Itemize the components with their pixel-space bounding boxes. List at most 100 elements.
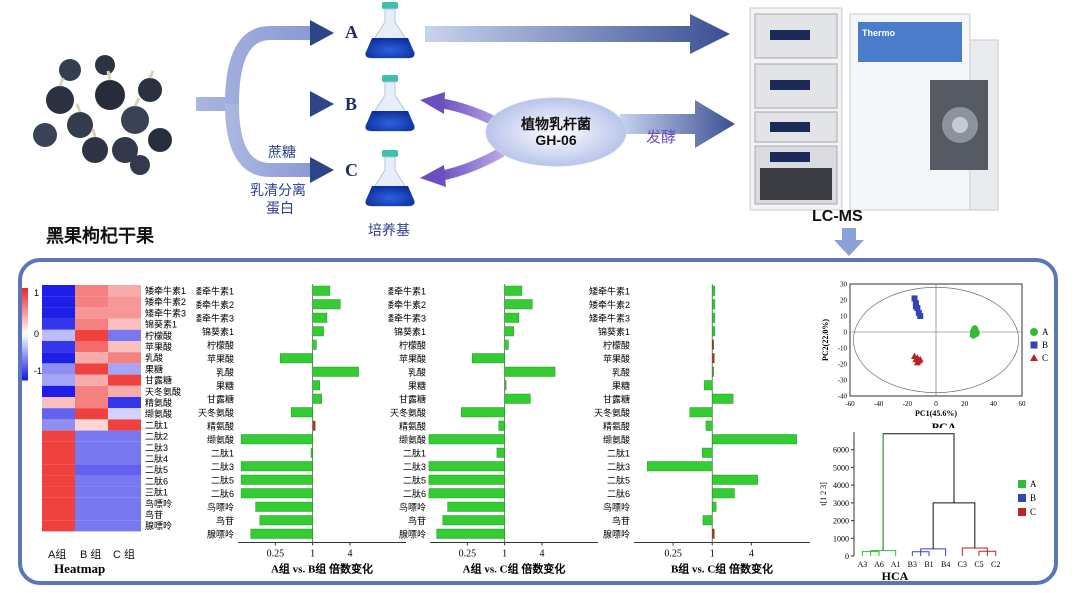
bar-category-label: 二肽1 — [211, 448, 234, 459]
bar — [712, 299, 716, 310]
scale-step — [22, 309, 28, 314]
bar-category-label: 二肽1 — [607, 448, 630, 459]
pca-legend-label: B — [1042, 340, 1048, 350]
scale-step — [22, 355, 28, 360]
bar-category-label: 锦葵素1 — [394, 326, 426, 337]
arrow-strain-to-c — [438, 147, 505, 181]
x-axis-label: A组 vs. B组 倍数变化 — [271, 562, 373, 576]
bar-category-label: 矮牵牛素3 — [589, 313, 630, 324]
bar — [312, 380, 320, 391]
pca-legend-marker — [1030, 354, 1038, 361]
bar-category-label: 精氨酸 — [603, 421, 630, 432]
heatmap-cell — [108, 363, 141, 375]
pca-y-tick: 20 — [840, 297, 848, 305]
hca-title: HCA — [882, 569, 909, 583]
bar — [689, 407, 713, 418]
pca-legend-marker — [1030, 341, 1038, 349]
bar-category-label: 腺嘌呤 — [207, 529, 234, 540]
heatmap-cell — [42, 509, 75, 521]
bar — [240, 434, 313, 445]
bar — [712, 326, 716, 337]
bar — [504, 312, 520, 323]
hca-branch-c — [961, 547, 988, 556]
hca-leaf-label: B1 — [924, 560, 933, 569]
heatmap-row-label: 甘露糖 — [145, 375, 172, 386]
process-diagram: 黑果枸杞干果 A B C 蔗糖 乳清分离 蛋白 培养基 植物乳杆菌 GH-06 … — [0, 0, 1080, 256]
hca-leaf-label: C3 — [958, 560, 967, 569]
instrument-brand: Thermo — [862, 28, 896, 38]
pca-x-tick: -60 — [845, 400, 855, 408]
bar — [504, 393, 531, 404]
hca-legend-marker — [1018, 494, 1026, 502]
bar-category-label: 甘露糖 — [207, 394, 234, 405]
pca-point — [916, 355, 924, 363]
strain-ellipse — [485, 97, 627, 167]
bar-category-label: 矮牵牛素3 — [388, 313, 426, 324]
scale-step — [22, 376, 28, 381]
hca-leaf-label: A6 — [874, 560, 884, 569]
hca-leaf-label: C2 — [991, 560, 1000, 569]
pca-y-tick: 10 — [840, 313, 848, 321]
bar-category-label: 苹果酸 — [399, 353, 426, 364]
pca-x-tick: 0 — [934, 400, 938, 408]
bar — [504, 380, 507, 391]
scale-step — [22, 324, 28, 329]
bar — [712, 434, 797, 445]
pca-y-tick: 0 — [844, 329, 848, 337]
bar — [712, 353, 715, 364]
heatmap-cell — [108, 296, 141, 308]
scale-step — [22, 343, 28, 347]
bar-category-label: 果糖 — [408, 380, 426, 391]
x-tick-label: 1 — [310, 549, 315, 560]
flask-b — [365, 75, 415, 132]
branch-connector — [196, 26, 310, 111]
bar — [310, 447, 313, 458]
bar — [312, 339, 317, 350]
bar-category-label: 矮牵牛素2 — [196, 299, 234, 310]
bar-category-label: 二肽5 — [403, 475, 426, 486]
heatmap-row-label: 天冬氨酸 — [145, 386, 181, 397]
bar-category-label: 柠檬酸 — [603, 340, 630, 351]
bar-category-label: 鸟嘌呤 — [603, 502, 630, 513]
pca-point — [917, 313, 924, 319]
heatmap-cell — [75, 285, 108, 297]
heatmap-cell — [42, 329, 75, 341]
bar — [447, 501, 505, 512]
x-tick-label: 1 — [502, 549, 507, 560]
hca-legend-marker — [1018, 480, 1026, 488]
x-tick-label: 0.25 — [267, 549, 285, 560]
bar-category-label: 鸟苷 — [408, 515, 426, 526]
pca-point — [911, 295, 918, 302]
pca-point — [915, 309, 922, 316]
bar — [436, 528, 505, 539]
bar — [702, 515, 713, 526]
heatmap-cell — [75, 341, 108, 353]
heatmap-cell — [108, 441, 141, 453]
bar — [312, 366, 359, 377]
bar-category-label: 天冬氨酸 — [390, 407, 426, 418]
heatmap-cell — [108, 397, 141, 409]
pca-y-tick: -10 — [838, 345, 848, 353]
heatmap-cell — [42, 307, 75, 319]
bar-category-label: 矮牵牛素1 — [388, 286, 426, 297]
heatmap-cell — [75, 475, 108, 487]
heatmap-cell — [75, 329, 108, 341]
bar-category-label: 精氨酸 — [207, 421, 234, 432]
heatmap-cell — [42, 385, 75, 397]
pca-x-tick: -20 — [903, 400, 913, 408]
group-letter-c: C — [345, 160, 358, 180]
pca-y-label: PC2(22.0%) — [821, 319, 830, 361]
arrow-to-lcms — [425, 14, 730, 54]
arrow-head-b — [310, 91, 334, 117]
bar-category-label: 矮牵牛素3 — [196, 313, 234, 324]
bar-category-label: 甘露糖 — [603, 394, 630, 405]
heatmap-row-label: 苹果酸 — [145, 341, 172, 352]
bar-category-label: 二肽6 — [403, 488, 426, 499]
pca-point — [972, 328, 980, 336]
bar — [312, 420, 316, 431]
hca-legend-label: B — [1030, 493, 1036, 503]
heatmap-cell — [108, 520, 141, 532]
bar — [712, 528, 715, 539]
arrow-down — [834, 228, 864, 256]
